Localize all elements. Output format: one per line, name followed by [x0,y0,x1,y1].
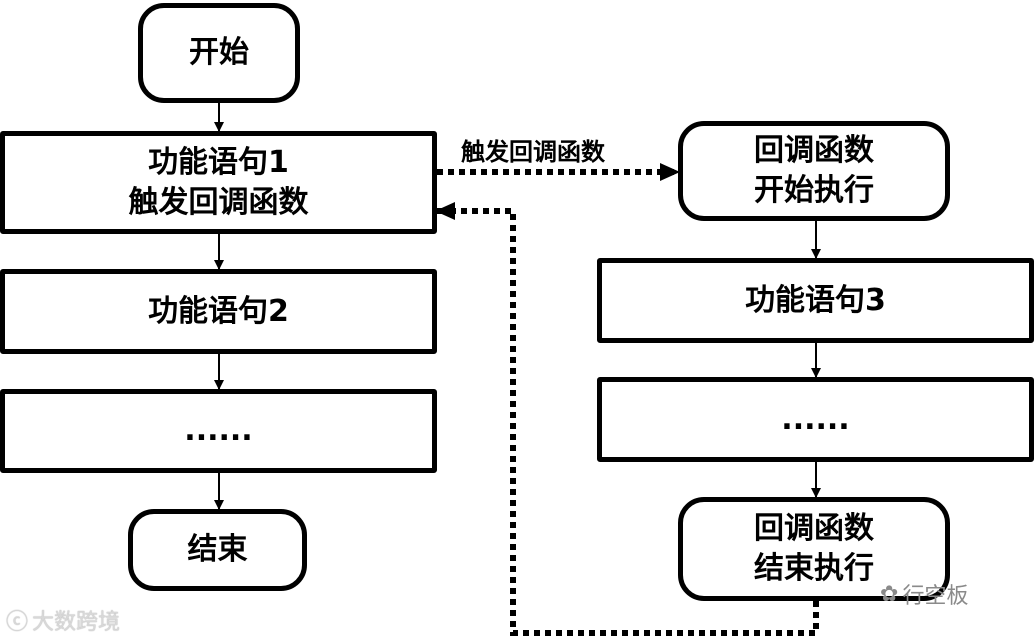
start-label: 开始 [189,35,249,70]
statement1-node: 功能语句1 触发回调函数 [0,131,437,234]
callback-end-node: 回调函数 结束执行 [678,497,950,601]
callback-end-label: 回调函数 [754,511,874,546]
callback-start-node: 回调函数 开始执行 [678,121,950,221]
left-ellipsis-label: ...... [184,413,253,448]
statement1-label: 功能语句1 [148,144,289,180]
statement3-node: 功能语句3 [597,258,1034,343]
left-watermark-text: 大数跨境 [32,610,121,635]
callback-start-sublabel: 开始执行 [754,173,874,208]
wechat-icon: ✿ [880,581,899,607]
statement2-node: 功能语句2 [0,269,437,354]
return-path [456,208,819,636]
start-node: 开始 [138,3,300,103]
callback-end-sublabel: 结束执行 [754,551,874,586]
left-watermark: ⓒ 大数跨境 [6,604,120,636]
right-ellipsis-node: ...... [597,377,1034,462]
end-node: 结束 [128,509,307,591]
statement1-sublabel: 触发回调函数 [128,184,309,220]
trigger-label: 触发回调函数 [461,138,605,166]
right-ellipsis-label: ...... [781,401,850,437]
end-label: 结束 [187,532,248,567]
left-ellipsis-node: ...... [0,389,437,473]
statement3-label: 功能语句3 [745,282,886,318]
right-watermark: ✿ 行空板 [880,578,968,610]
right-watermark-text: 行空板 [902,584,969,609]
statement2-label: 功能语句2 [148,293,289,329]
brand-logo-icon: ⓒ [6,610,29,635]
callback-start-label: 回调函数 [754,133,874,168]
